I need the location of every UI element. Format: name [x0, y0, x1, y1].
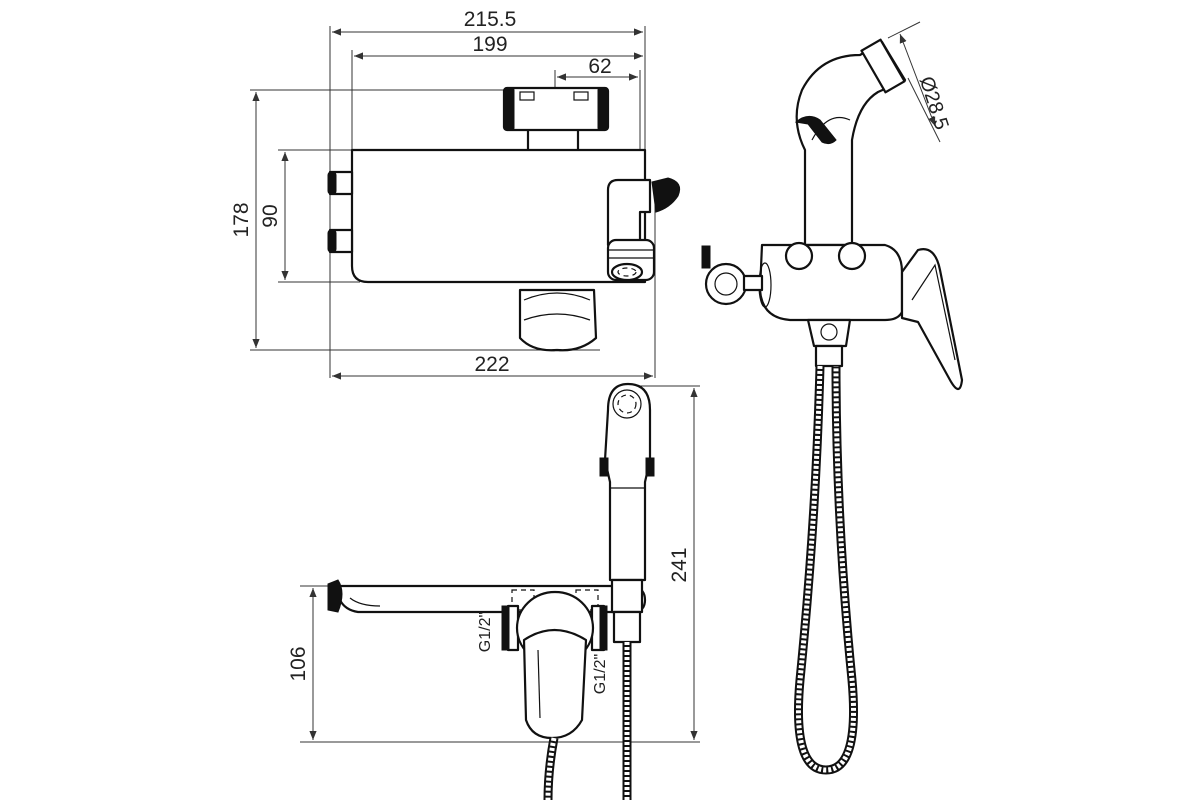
label-height-unit: 106 — [287, 646, 310, 681]
label-width-spout: 222 — [474, 353, 509, 376]
hose-side — [793, 365, 859, 775]
label-thread-left: G1/2" — [477, 612, 494, 652]
front-view: 241 106 G1/2" G1/2" — [287, 382, 700, 800]
hand-shower-front — [603, 382, 652, 582]
label-width-total: 215.5 — [464, 8, 517, 31]
label-height-total: 178 — [230, 202, 253, 237]
label-width-body: 199 — [472, 33, 507, 56]
mixer-body-side — [758, 243, 904, 322]
lever-front — [522, 629, 588, 740]
top-view: 215.5 199 62 178 90 222 — [230, 8, 681, 380]
side-view: Ø28.5 — [701, 21, 964, 775]
label-width-lever: 62 — [588, 55, 611, 78]
label-height-overall: 241 — [668, 547, 691, 582]
hand-shower-head — [795, 40, 907, 247]
label-height-inlets: 90 — [259, 204, 282, 227]
label-thread-right: G1/2" — [592, 654, 609, 694]
mixer-body-top — [350, 148, 647, 284]
